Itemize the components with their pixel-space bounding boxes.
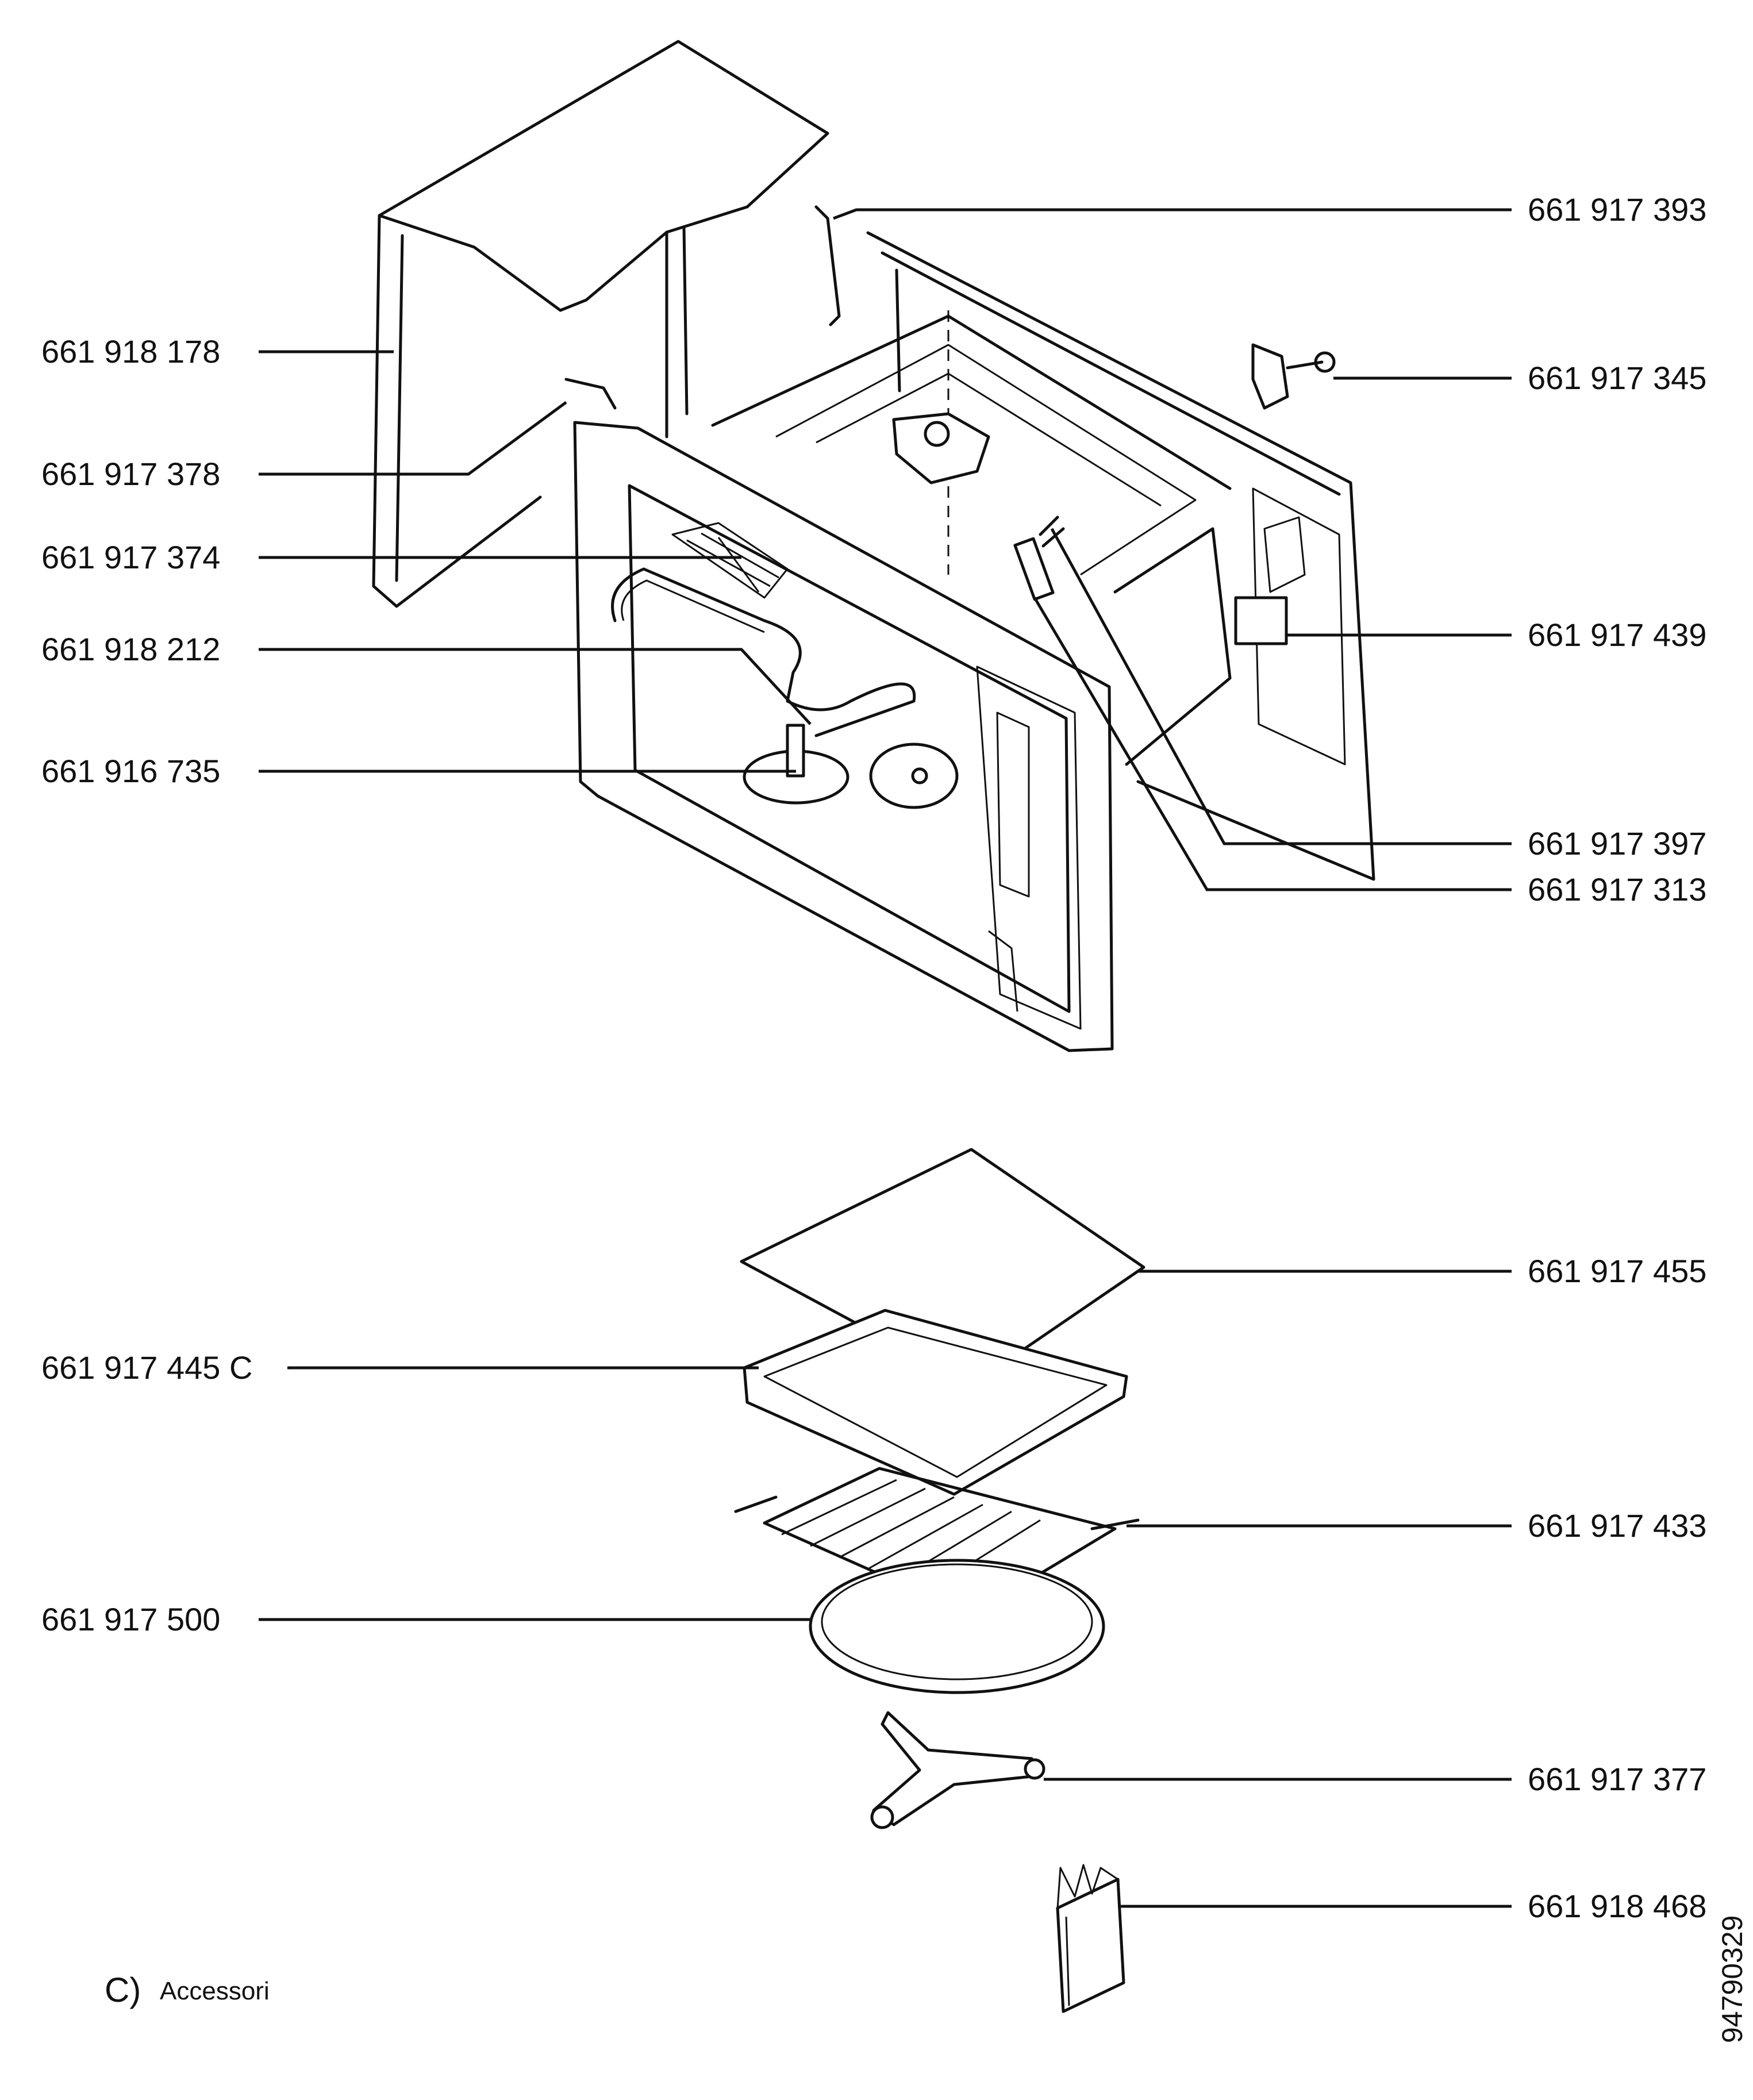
leader-p1 <box>833 208 1512 220</box>
part-label-661-917-313: 661 917 313 <box>1528 871 1707 907</box>
section-letter: C) <box>105 1971 141 2009</box>
part-label-661-917-345: 661 917 345 <box>1528 360 1707 396</box>
section-title: Accessori <box>160 1977 270 2005</box>
leader-p7 <box>259 648 812 725</box>
part-label-661-917-393: 661 917 393 <box>1528 191 1707 228</box>
part-label-661-917-433: 661 917 433 <box>1528 1507 1707 1544</box>
part-label-661-917-455: 661 917 455 <box>1528 1253 1707 1289</box>
oven-cavity-drawing <box>711 231 1375 881</box>
part-label-661-917-374: 661 917 374 <box>41 539 221 575</box>
leader-lines <box>259 208 1512 1908</box>
leader-p4 <box>259 401 567 476</box>
interior-details <box>564 205 1336 809</box>
part-label-661-917-377: 661 917 377 <box>1528 1761 1707 1797</box>
outer-cover-drawing <box>372 40 829 608</box>
part-label-661-918-212: 661 918 212 <box>41 631 221 667</box>
leader-p9 <box>1050 528 1512 845</box>
part-label-661-917-439: 661 917 439 <box>1528 617 1707 653</box>
part-label-661-917-378: 661 917 378 <box>41 456 221 492</box>
part-label-661-917-397: 661 917 397 <box>1528 825 1707 861</box>
part-label-661-916-735: 661 916 735 <box>41 753 221 789</box>
front-frame-drawing <box>573 421 1114 1052</box>
part-label-661-918-178: 661 918 178 <box>41 333 221 370</box>
accessories-drawing <box>734 1148 1145 2013</box>
part-label-661-918-468: 661 918 468 <box>1528 1888 1707 1924</box>
leader-p10 <box>1033 597 1512 891</box>
document-number: 94790329 <box>1716 1915 1748 2043</box>
part-label-661-917-445-c: 661 917 445 C <box>41 1349 253 1386</box>
part-label-661-917-500: 661 917 500 <box>41 1601 221 1637</box>
